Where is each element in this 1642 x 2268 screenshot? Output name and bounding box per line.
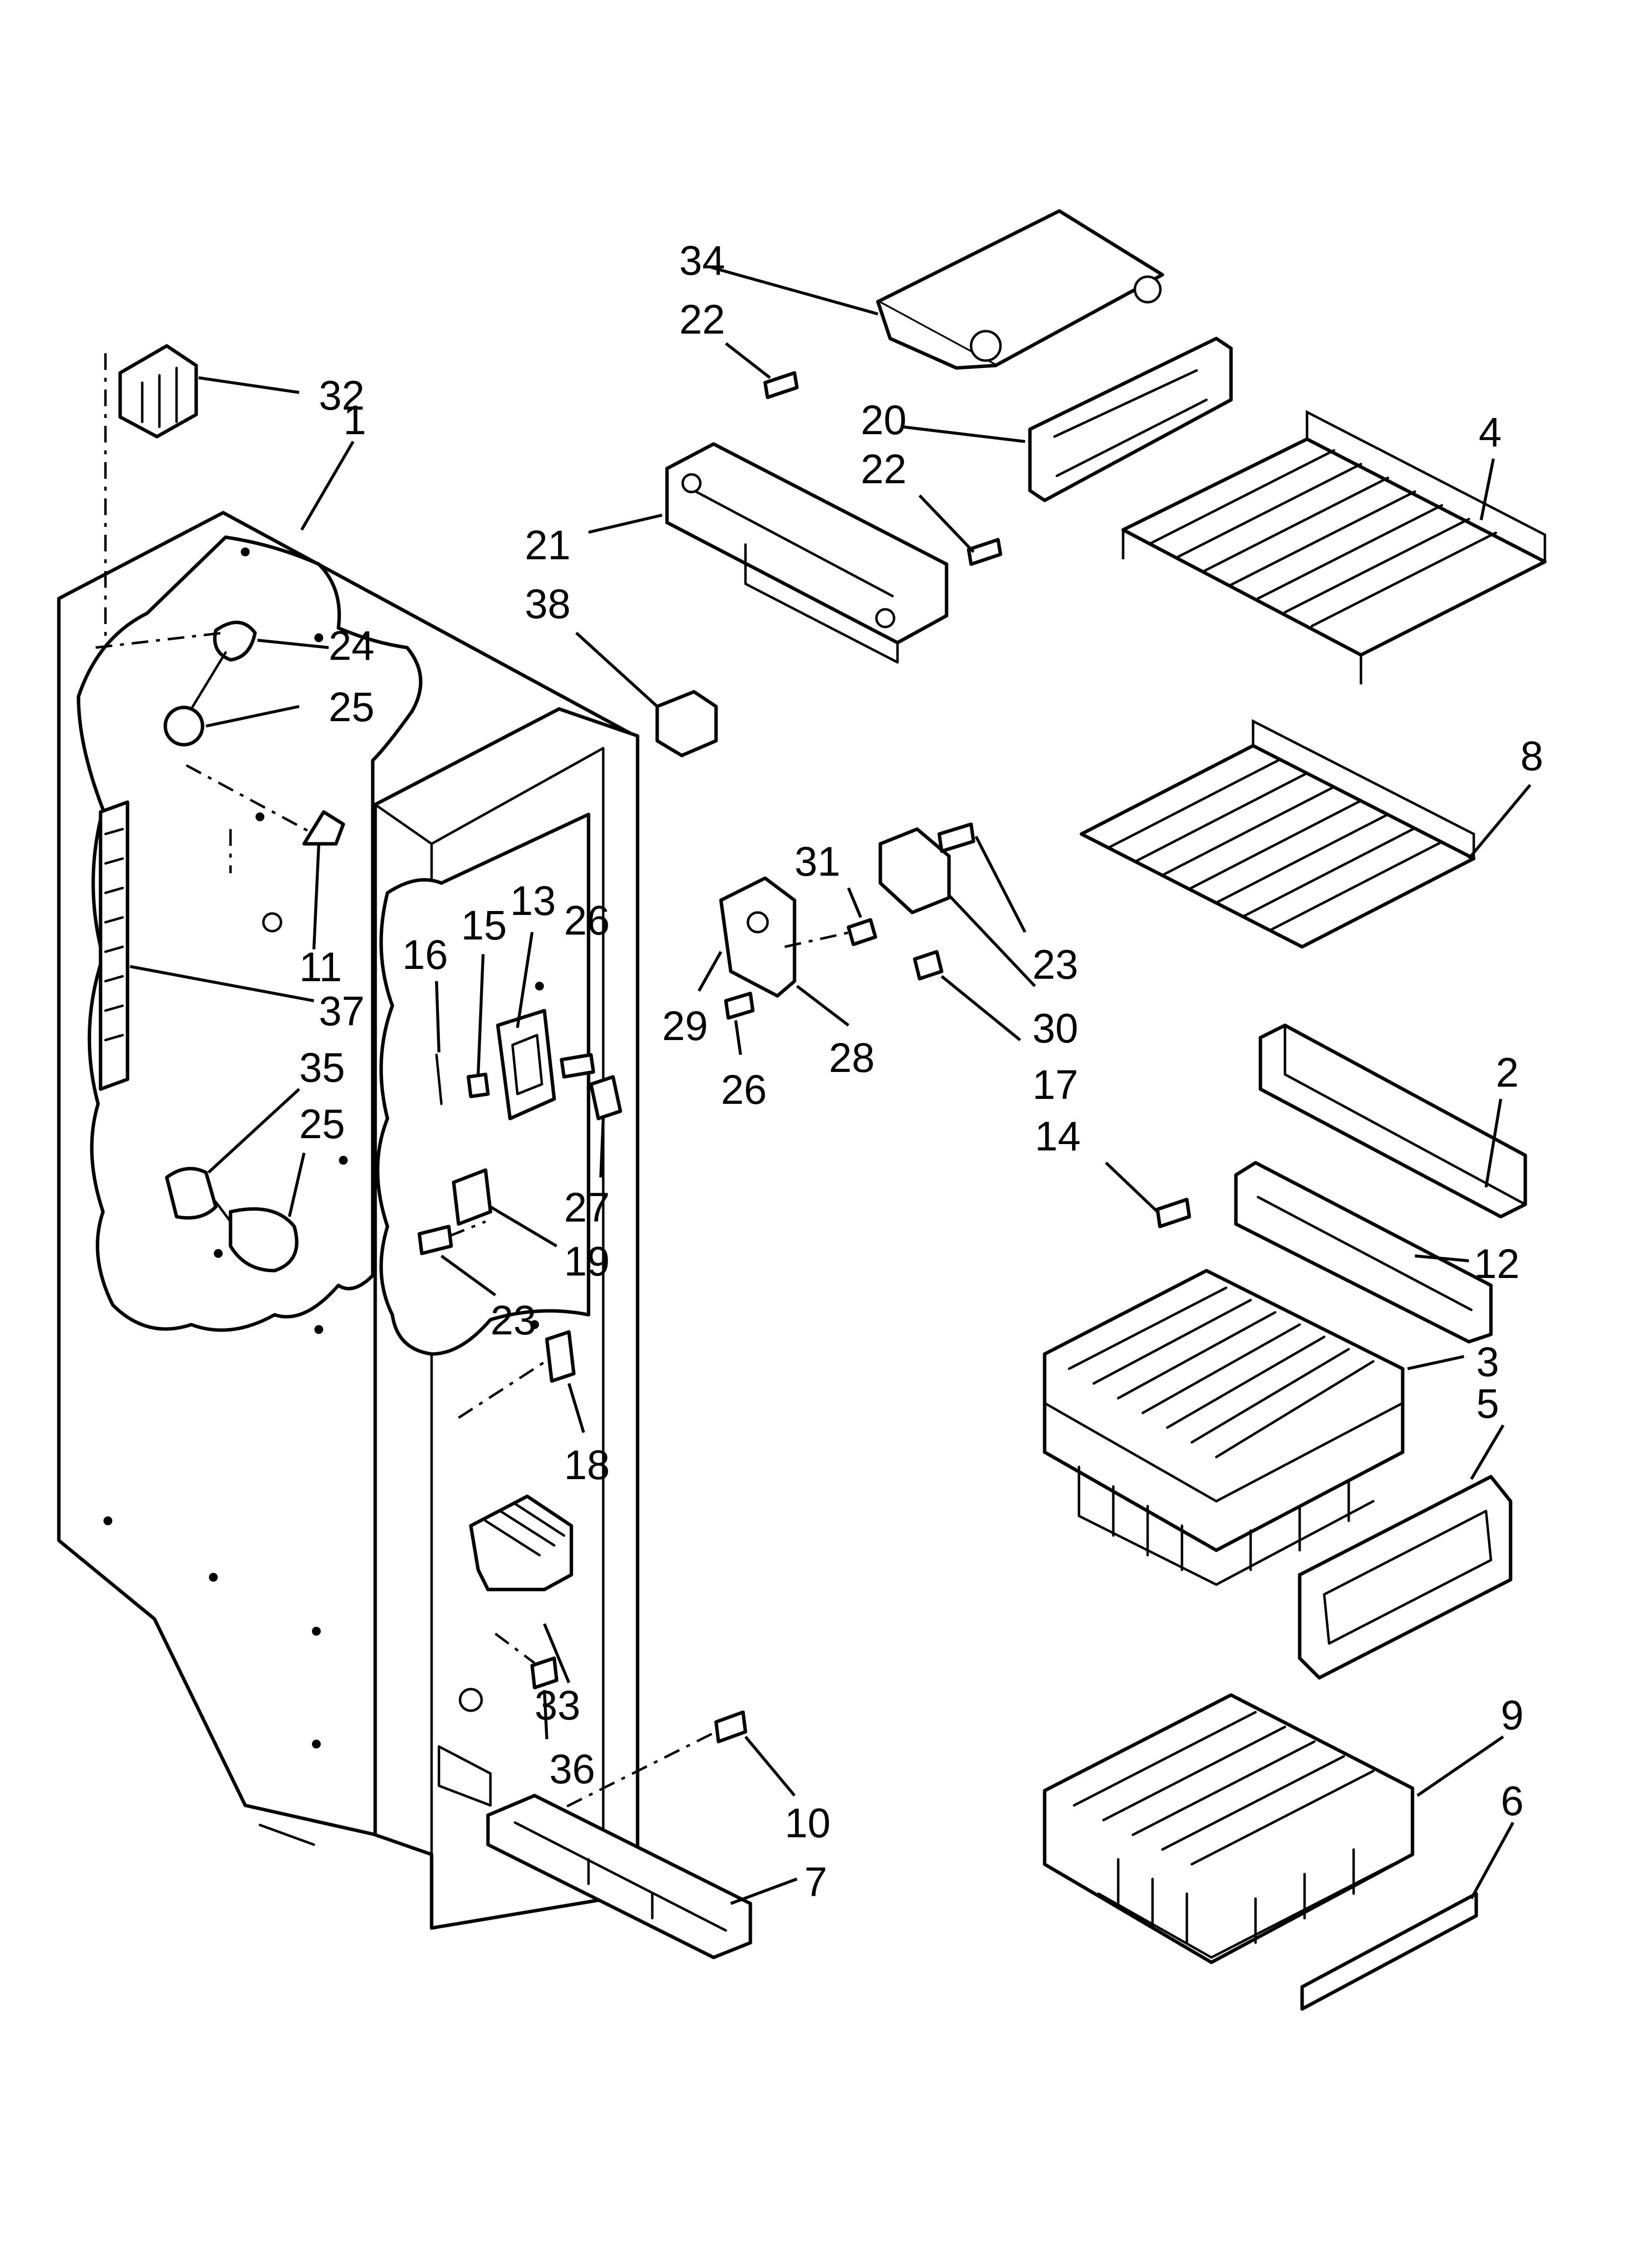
callout-4: 4 [1479, 409, 1502, 455]
callout-35: 35 [299, 1044, 345, 1091]
callout-26-middle: 26 [721, 1067, 767, 1113]
callout-19: 19 [564, 1238, 610, 1284]
callout-28: 28 [829, 1035, 874, 1081]
callout-17: 17 [1032, 1062, 1078, 1108]
callout-24: 24 [329, 623, 374, 669]
callout-6: 6 [1501, 1778, 1524, 1824]
callout-11: 11 [299, 944, 342, 990]
callout-38: 38 [525, 581, 570, 627]
leader-lines [129, 266, 1532, 1905]
callout-36: 36 [549, 1746, 595, 1792]
callout-7: 7 [804, 1859, 827, 1905]
callout-9: 9 [1501, 1692, 1524, 1738]
callout-23-left: 23 [490, 1297, 536, 1343]
callout-22-lower: 22 [861, 446, 906, 492]
callout-32: 32 [319, 372, 364, 418]
callout-27: 27 [564, 1184, 610, 1230]
callout-2: 2 [1496, 1049, 1519, 1095]
callout-30: 30 [1032, 1005, 1078, 1051]
callout-16: 16 [402, 932, 448, 978]
callout-20: 20 [861, 397, 906, 443]
middle-components [719, 822, 975, 1020]
callout-37: 37 [319, 988, 364, 1034]
callout-12: 12 [1474, 1241, 1519, 1287]
callout-29: 29 [662, 1003, 708, 1049]
callout-13: 13 [510, 878, 556, 924]
callout-21: 21 [525, 522, 570, 568]
callout-26-left: 26 [564, 897, 610, 943]
callout-8: 8 [1520, 733, 1543, 779]
callout-1: 1 [343, 397, 366, 443]
callout-18: 18 [564, 1442, 610, 1488]
callout-25-lower: 25 [299, 1101, 345, 1147]
callout-15: 15 [461, 902, 507, 948]
callout-10: 10 [785, 1800, 830, 1846]
callout-25-upper: 25 [329, 684, 374, 730]
callout-23-right: 23 [1032, 941, 1078, 988]
cabinet-components [95, 344, 752, 1959]
callout-5: 5 [1476, 1381, 1499, 1427]
callout-34: 34 [679, 237, 725, 284]
callout-14: 14 [1035, 1113, 1080, 1159]
callout-22-upper: 22 [679, 296, 725, 342]
upper-components [665, 209, 1547, 949]
right-components [1043, 1023, 1527, 2011]
callout-31: 31 [795, 838, 840, 885]
callout-33: 33 [535, 1682, 580, 1728]
callout-3: 3 [1476, 1339, 1499, 1385]
callout-labels: 34 22 20 22 4 21 32 1 38 24 25 8 31 23 3… [299, 237, 1543, 1905]
